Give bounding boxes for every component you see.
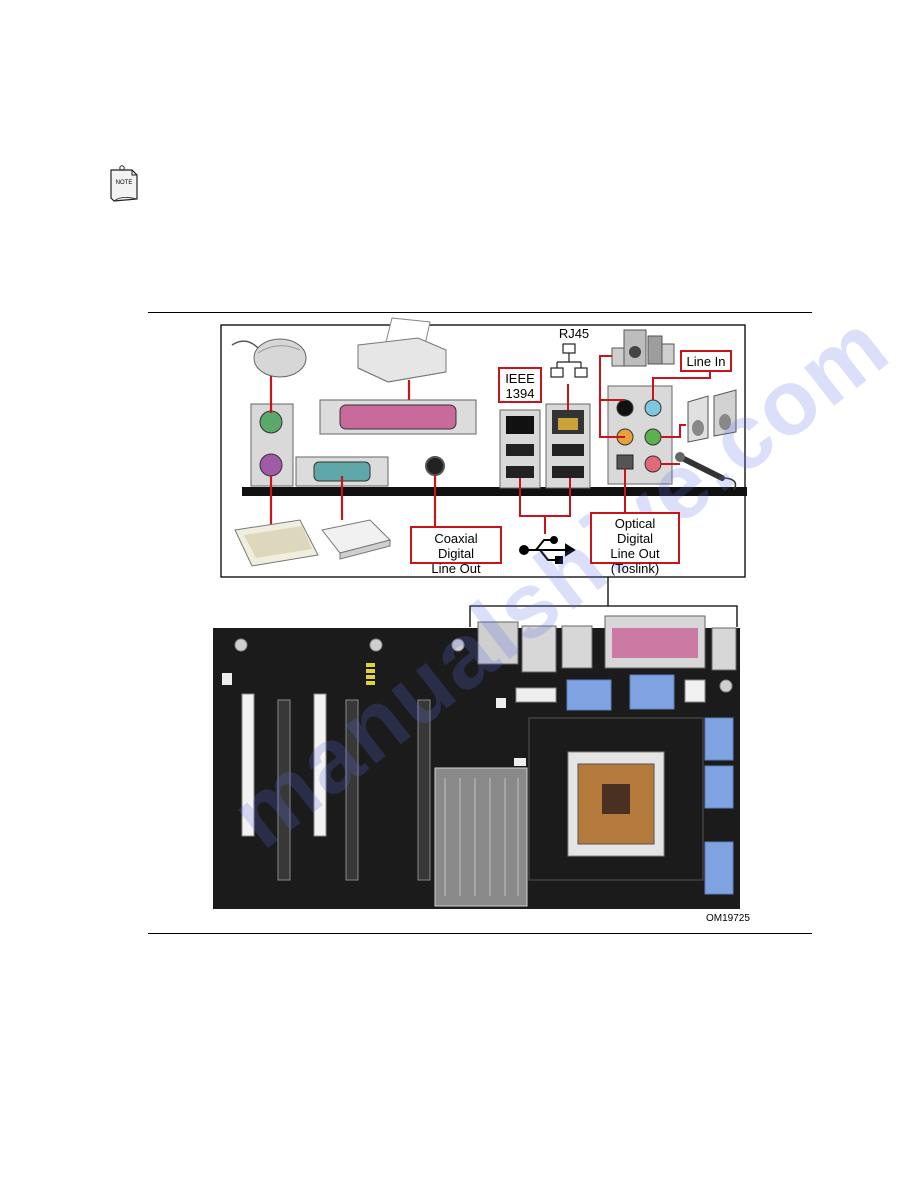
io-block [711,627,737,671]
ieee1394-callout: IEEE 1394 [498,367,542,403]
power-connector [684,679,706,703]
figure-id: OM19725 [706,913,750,924]
io-block [477,621,519,665]
ps2-keyboard-port [259,453,283,477]
chipset-heatsink [434,767,528,907]
usb-port [506,444,534,456]
vrm-heatsinks [566,674,734,895]
usb-port [552,466,584,478]
optical-callout-line2: Line Out [610,546,660,561]
optical-callout-line3: (Toslink) [610,561,660,576]
line-in-label: Line In [686,354,726,369]
usb-icon [519,536,576,564]
aux-power-connector [515,687,557,703]
audio-jack-rear [616,399,634,417]
usb-port [552,444,584,456]
printer-icon [357,317,447,383]
fan-header [496,698,506,708]
mouse-icon [231,338,307,378]
line-in-callout: Line In [680,350,732,372]
note-icon: NOTE [110,165,138,202]
microphone-icon [675,452,737,491]
coaxial-callout-line1: Coaxial Digital [434,531,478,561]
optical-callout: Optical Digital Line Out (Toslink) [590,512,680,576]
network-icon [550,343,588,378]
coaxial-jack [425,456,445,476]
bottom-rule [148,933,812,934]
audio-jack-line-in [644,399,662,417]
audio-jack-line-out [644,428,662,446]
ieee1394-port [506,416,534,434]
modem-icon [321,519,391,560]
rj45-label: RJ45 [558,326,590,341]
keyboard-icon [234,519,319,567]
audio-jack-mic [644,455,662,473]
coaxial-callout: Coaxial Digital Line Out [410,526,502,576]
ps2-mouse-port [259,410,283,434]
ieee1394-callout-line2: 1394 [505,386,535,401]
expansion-slots [241,693,431,881]
stereo-speakers-icon [687,389,737,443]
led-header [366,663,375,685]
io-block [521,625,557,673]
usb-port [506,466,534,478]
mounting-holes [234,638,733,693]
note-icon-text: NOTE [116,180,133,186]
fan-header [222,673,232,685]
back-panel-rail [242,487,747,496]
parallel-port [319,399,477,435]
rj45-usb-stack [545,403,591,489]
ieee1394-callout-line1: IEEE [505,371,535,386]
surround-speakers-icon [611,329,675,367]
audio-port-stack [607,385,673,485]
coaxial-callout-line2: Line Out [431,561,481,576]
optical-port [616,454,634,470]
optical-callout-line1: Optical Digital [614,516,656,546]
ieee-usb-stack [499,409,541,489]
io-block [561,625,593,669]
cpu-zone [528,717,704,881]
fan-header [514,758,526,766]
ps2-port-stack [250,403,294,487]
top-rule [148,312,812,313]
